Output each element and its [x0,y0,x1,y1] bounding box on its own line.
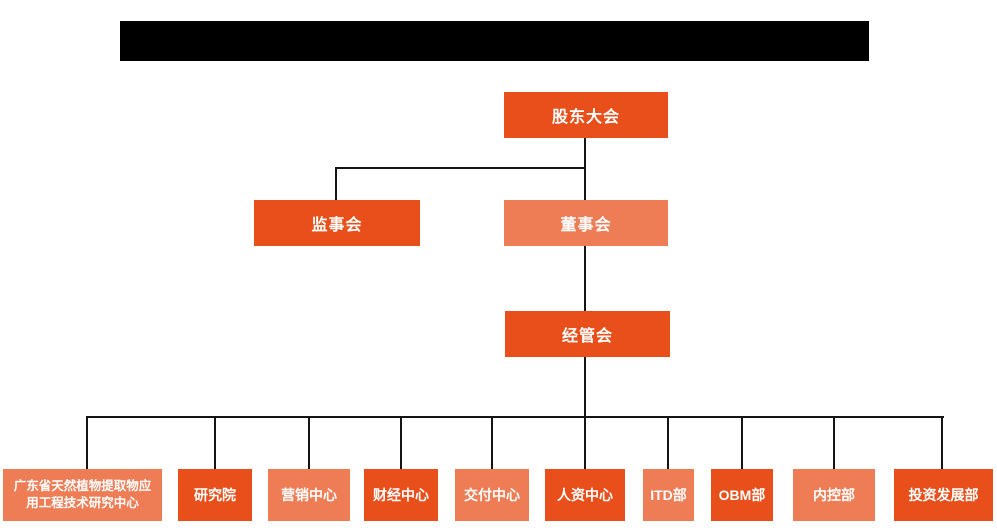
org-node-supervisory-board: 监事会 [254,200,420,246]
connector-drop-dept-2 [214,416,216,469]
redacted-title-bar [120,21,869,61]
connector-drop-dept-4 [400,416,402,469]
connector-level2-horizontal [335,167,586,169]
connector-supervisory-drop [335,167,337,201]
org-node-board-of-directors: 董事会 [504,200,668,246]
org-node-dept-finance-center: 财经中心 [364,469,438,521]
connector-board-to-management [584,246,586,312]
org-node-dept-internal-control: 内控部 [793,469,875,521]
connector-drop-dept-3 [308,416,310,469]
connector-shareholders-down [584,138,586,201]
org-node-dept-itd: ITD部 [643,469,694,521]
org-node-dept-delivery-center: 交付中心 [455,469,529,521]
connector-drop-dept-8 [741,416,743,469]
connector-drop-dept-9 [833,416,835,469]
org-node-management-committee: 经管会 [505,311,670,357]
connector-drop-dept-6 [584,416,586,469]
org-node-shareholders-meeting: 股东大会 [504,92,668,138]
org-node-dept-research-institute: 研究院 [178,469,252,521]
connector-drop-dept-10 [941,416,943,469]
connector-management-down [584,357,586,417]
org-node-dept-hr-center: 人资中心 [545,469,625,521]
connector-drop-dept-1 [86,416,88,469]
org-node-dept-investment-development: 投资发展部 [894,469,993,521]
org-node-dept-obm: OBM部 [711,469,773,521]
org-node-dept-marketing-center: 营销中心 [268,469,350,521]
connector-drop-dept-5 [491,416,493,469]
connector-drop-dept-7 [667,416,669,469]
org-node-dept-research-center: 广东省天然植物提取物应用工程技术研究中心 [3,469,162,521]
connector-departments-horizontal [86,416,944,418]
